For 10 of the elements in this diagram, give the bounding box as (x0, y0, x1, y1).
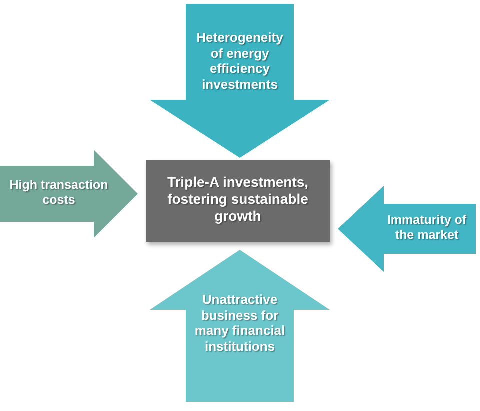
block-arrow (0, 150, 138, 238)
arrow-label: Immaturity of the market (386, 213, 468, 243)
box-label: Triple-A investments, fostering sustainable growth (166, 174, 310, 224)
center-box (146, 160, 330, 242)
arrow-label: High transaction costs (8, 178, 110, 208)
block-arrow (150, 4, 330, 158)
block-arrow (338, 186, 476, 272)
arrow-label: Heterogeneity of energy efficiency investments (196, 30, 284, 92)
block-arrow (150, 250, 330, 402)
arrow-label: Unattractive business for many financial institutions (194, 292, 286, 354)
